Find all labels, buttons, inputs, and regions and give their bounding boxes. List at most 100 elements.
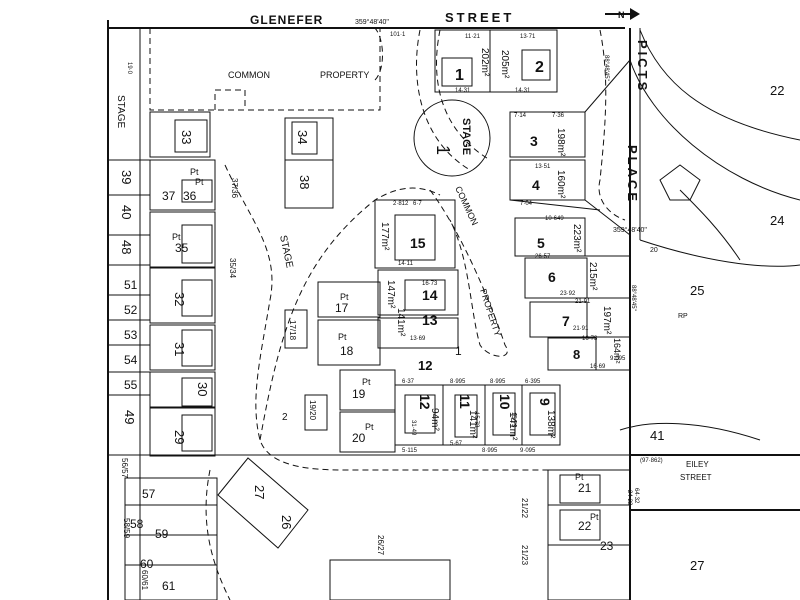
dim-190: 19·0 <box>126 62 132 75</box>
pt-label: Pt <box>365 422 374 432</box>
north-arrow <box>605 8 640 20</box>
lot-36: 36 <box>183 189 197 203</box>
lot-5-num: 5 <box>537 235 545 251</box>
dim-97862: (97·862) <box>640 458 663 464</box>
street-picts: PICTS <box>635 40 650 93</box>
lot-24-ext: 24 <box>770 213 784 228</box>
right-curves <box>619 29 800 441</box>
lot-9-num: 9 <box>537 398 553 406</box>
lots-13-15 <box>374 199 459 349</box>
stage-1-label: 1 <box>455 344 462 358</box>
plain-lot-labels: 12 22 24 25 27 41 20 RP 19·0 64·32 (97·8… <box>119 62 784 573</box>
lot-30: 27 <box>252 485 267 499</box>
lot-15-area: 177m² <box>379 222 390 251</box>
dim: 6·395 <box>525 379 541 385</box>
bearing-right: 359°48'40" <box>613 226 647 234</box>
stage-label-left: STAGE <box>115 95 126 128</box>
dim: 9·095 <box>610 356 626 362</box>
lot-33: 31 <box>172 342 187 356</box>
lot-40: 38 <box>297 175 312 189</box>
street-glenefer: GLENEFER <box>250 13 323 27</box>
lot-labels: 1 202m² 2 205m² 3 198m² 4 160m² 5 223m² … <box>379 48 622 441</box>
lot-6-area: 215m² <box>587 262 598 291</box>
dim: 10·649 <box>545 216 564 222</box>
frac-60-61: 60/61 <box>140 570 149 591</box>
lot-1-area: 202m² <box>479 48 490 77</box>
lot-22: 22 <box>578 519 592 533</box>
dim: 101·1 <box>390 32 406 38</box>
pt-label: Pt <box>195 177 204 187</box>
dim: 15·73 <box>473 412 479 428</box>
lot-57: 57 <box>142 487 156 501</box>
lot-2-num: 2 <box>535 59 544 76</box>
lot-8-area: 164m² <box>612 338 622 364</box>
frac-21-22: 21/22 <box>520 498 529 519</box>
lot-19: 19 <box>352 387 366 401</box>
frac-21-23: 21/23 <box>520 545 529 566</box>
dim: 21·91 <box>573 326 589 332</box>
dim: 8·995 <box>482 448 498 454</box>
lot-39: 34 <box>295 130 310 144</box>
lot-61: 61 <box>162 579 176 593</box>
pt-lot-labels: Pt 17 Pt 18 Pt 19 Pt 20 Pt 21 Pt 22 23 P… <box>124 167 614 593</box>
dim: 31·49 <box>410 420 416 436</box>
dim: 23·92 <box>560 291 576 297</box>
lot-38: 33 <box>179 130 194 144</box>
frac-37-36: 37/36 <box>230 178 239 199</box>
bearing-right-a: 88°48'45" <box>603 55 609 81</box>
lot-21: 21 <box>578 481 592 495</box>
lot-48: 39 <box>119 170 134 184</box>
lot-50: 48 <box>119 240 134 254</box>
lot-60: 60 <box>140 557 154 571</box>
dim: 8·995 <box>450 379 466 385</box>
pt-label: Pt <box>575 472 584 482</box>
lot-37: 37 <box>162 189 176 203</box>
frac-26-27: 26/27 <box>376 535 385 556</box>
dim: 14·31 <box>515 88 531 94</box>
street-eiley-street: STREET <box>680 473 712 482</box>
lot-56: 49 <box>122 410 137 424</box>
lot-3-num: 3 <box>530 133 538 149</box>
pt-label: Pt <box>338 332 347 342</box>
bottom-lots <box>124 457 631 600</box>
dim: 26·57 <box>535 254 551 260</box>
left-lots <box>108 159 216 457</box>
common-label-top: COMMON <box>228 70 270 80</box>
lot-14-num: 14 <box>422 287 438 303</box>
lot-58: 58 <box>130 517 144 531</box>
lot-13-num: 13 <box>422 312 438 328</box>
lot-3-area: 198m² <box>555 128 566 157</box>
lot-34: 32 <box>172 292 187 306</box>
lot-10-num: 10 <box>497 394 513 410</box>
pt-label: Pt <box>172 232 181 242</box>
dim: 14·31 <box>455 88 471 94</box>
dim: 13·51 <box>535 164 551 170</box>
property-label-mid: PROPERTY <box>478 288 503 338</box>
frac-58-59: 58/59 <box>122 518 131 539</box>
lot-7-area: 197m² <box>601 306 612 335</box>
lot-49: 40 <box>119 205 134 219</box>
lot-54: 54 <box>124 353 138 367</box>
dim: 6·37 <box>402 379 415 385</box>
lot-31: 29 <box>172 430 187 444</box>
stage-boundaries <box>149 27 630 600</box>
lot-5-area: 223m² <box>571 224 582 253</box>
stage-2-label: 2 <box>282 412 288 423</box>
frac-35-34: 35/34 <box>228 258 237 279</box>
dim: 2·812 <box>393 201 409 207</box>
dim: 11·21 <box>465 34 481 40</box>
stage-circle-label: STAGE <box>460 118 472 155</box>
lot-27-ext: 27 <box>690 558 704 573</box>
lots-1-2 <box>434 29 558 93</box>
lot-11-num: 11 <box>457 394 473 409</box>
street-eiley: EILEY <box>686 460 709 469</box>
dim: 9·095 <box>520 448 536 454</box>
lot-55: 55 <box>124 378 138 392</box>
lot-52: 52 <box>124 303 138 317</box>
lot-12-stage: 12 <box>418 358 432 373</box>
dim: 13·71 <box>520 34 536 40</box>
north-mark: N <box>618 10 625 20</box>
dim: 6·7 <box>413 201 422 207</box>
frac-19-20: 19/20 <box>308 400 317 421</box>
property-label-top: PROPERTY <box>320 70 369 80</box>
